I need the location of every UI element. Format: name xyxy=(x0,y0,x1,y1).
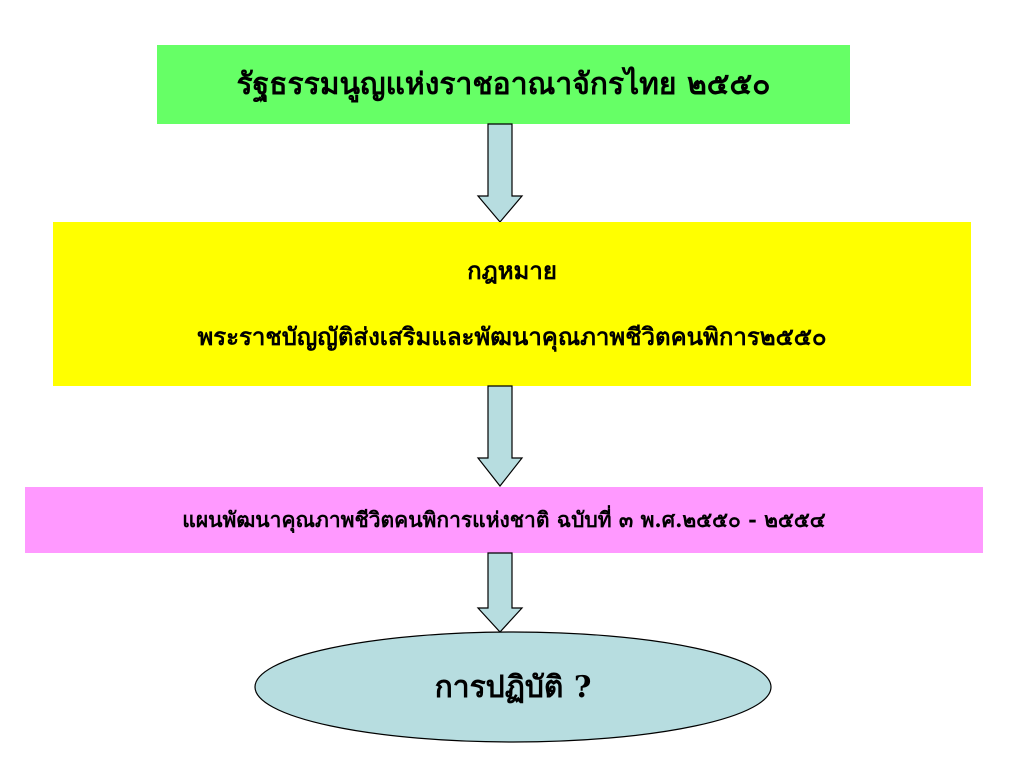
arrow-down-icon xyxy=(476,385,524,487)
outcome-node: การปฏิบัติ ? xyxy=(254,631,772,743)
law-box: กฎหมาย พระราชบัญญัติส่งเสริมและพัฒนาคุณภ… xyxy=(53,222,971,386)
arrow-down-icon xyxy=(476,552,524,633)
constitution-box: รัฐธรรมนูญแห่งราชอาณาจักรไทย ๒๕๕๐ xyxy=(157,45,850,124)
outcome-label: การปฏิบัติ ? xyxy=(434,669,592,705)
outcome-ellipse xyxy=(254,631,772,743)
law-heading: กฎหมาย xyxy=(467,256,557,285)
arrow-down-icon xyxy=(476,123,524,223)
plan-box: แผนพัฒนาคุณภาพชีวิตคนพิการแห่งชาติ ฉบับท… xyxy=(25,487,983,553)
law-act-title: พระราชบัญญัติส่งเสริมและพัฒนาคุณภาพชีวิต… xyxy=(197,322,827,351)
plan-label: แผนพัฒนาคุณภาพชีวิตคนพิการแห่งชาติ ฉบับท… xyxy=(182,506,826,532)
constitution-label: รัฐธรรมนูญแห่งราชอาณาจักรไทย ๒๕๕๐ xyxy=(236,67,771,102)
